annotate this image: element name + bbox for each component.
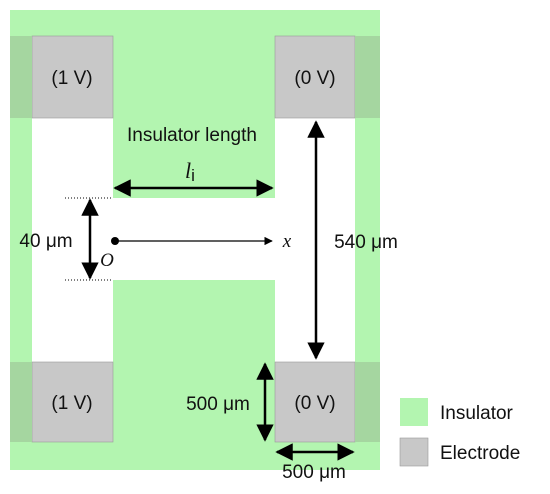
edge-strip-top-right xyxy=(355,36,380,118)
x-axis-label: x xyxy=(282,231,292,252)
edge-strip-top-left xyxy=(10,36,32,118)
gap-width-label: 40 μm xyxy=(19,231,72,252)
edge-strip-bottom-left xyxy=(10,362,32,442)
electrode-bottom-right xyxy=(274,361,356,443)
legend: Insulator Electrode xyxy=(399,398,520,467)
electrode-top-right xyxy=(274,35,356,119)
legend-insulator-swatch xyxy=(400,398,428,426)
electrode-bottom-left xyxy=(31,361,114,443)
electrode-width-label: 500 μm xyxy=(282,462,346,483)
electrode-top-left xyxy=(31,35,114,119)
legend-electrode-label: Electrode xyxy=(440,443,520,464)
origin-label: O xyxy=(100,250,114,271)
l-subscript: i xyxy=(191,166,195,185)
h-channel-cutout xyxy=(32,118,355,362)
electrode-label-top-right: (0 V) xyxy=(294,68,335,89)
electrode-label-top-left: (1 V) xyxy=(51,68,92,89)
legend-electrode-swatch xyxy=(399,437,429,467)
electrode-height-label: 500 μm xyxy=(186,394,250,415)
legend-insulator-label: Insulator xyxy=(440,403,514,424)
l-symbol: l xyxy=(185,158,191,183)
insulator-length-label: Insulator length xyxy=(127,125,257,146)
vertical-length-label: 540 μm xyxy=(334,232,398,253)
electrode-label-bottom-right: (0 V) xyxy=(294,393,335,414)
electrode-label-bottom-left: (1 V) xyxy=(51,393,92,414)
insulator-length-symbol: li xyxy=(185,158,195,185)
edge-strip-bottom-right xyxy=(355,362,380,442)
